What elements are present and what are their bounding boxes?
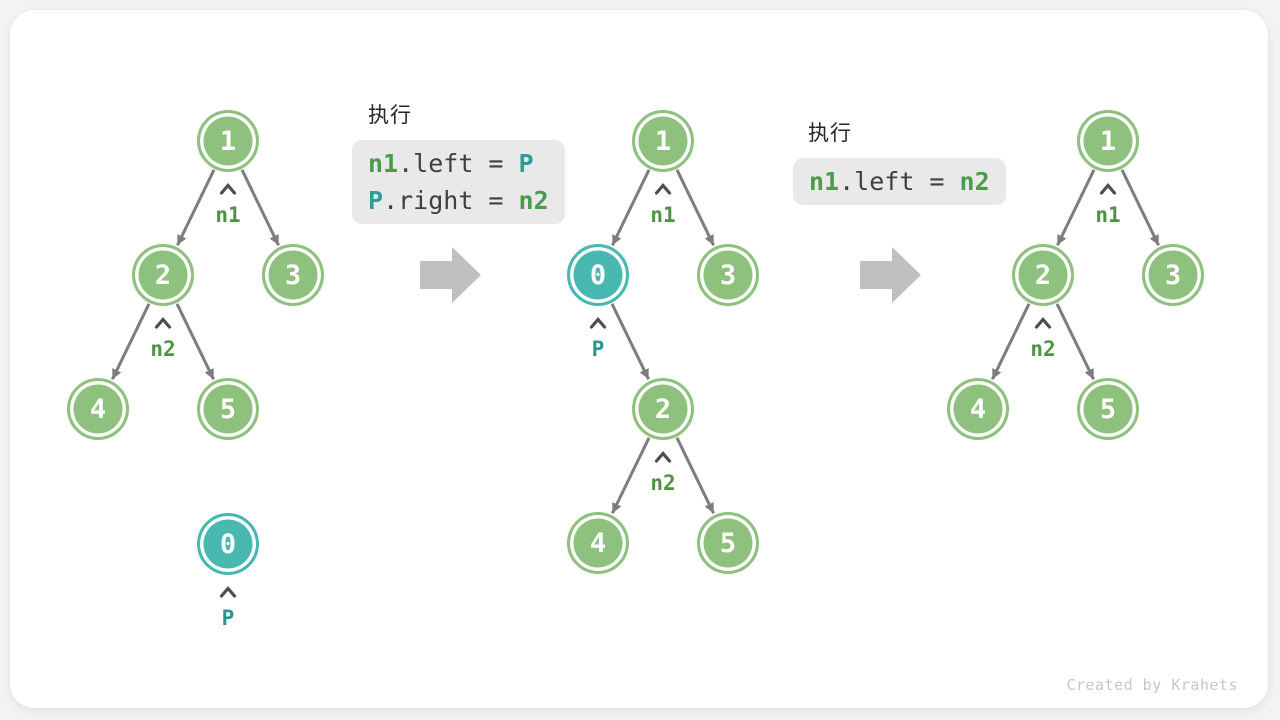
tree-edge xyxy=(240,169,280,246)
tree-edge xyxy=(675,437,715,514)
exec-label: 执行 xyxy=(368,103,412,127)
code-token: n2 xyxy=(518,186,549,215)
tree-node-0: 0 xyxy=(567,244,629,306)
code-token: n1 xyxy=(368,149,399,178)
tree-edge xyxy=(1056,169,1096,246)
code-token: .right xyxy=(383,186,474,215)
pointer-label-n2: n2 xyxy=(650,471,676,495)
tree-node-1: 1 xyxy=(197,110,259,172)
tree-edge xyxy=(610,303,650,380)
pointer-label-n1: n1 xyxy=(1095,203,1121,227)
tree-edge xyxy=(175,303,215,380)
tree-edge xyxy=(1055,303,1095,380)
footer-credit: Created by Krahets xyxy=(1066,676,1238,694)
pointer-label-n2: n2 xyxy=(150,337,176,361)
tree-edge xyxy=(675,169,715,246)
tree-node-5: 5 xyxy=(1077,378,1139,440)
pointer-label-P: P xyxy=(591,337,605,361)
tree-node-2: 2 xyxy=(132,244,194,306)
tree-node-1: 1 xyxy=(632,110,694,172)
tree-edge xyxy=(611,169,651,246)
code-line: n1.left = P xyxy=(368,145,549,182)
tree-node-4: 4 xyxy=(67,378,129,440)
pointer-label-n2: n2 xyxy=(1030,337,1056,361)
code-token: = xyxy=(473,149,519,178)
tree-edge xyxy=(611,437,651,514)
tree-node-4: 4 xyxy=(947,378,1009,440)
pointer-label-P: P xyxy=(221,606,235,630)
pointer-caret-icon xyxy=(589,317,607,329)
pointer-caret-icon xyxy=(1034,317,1052,329)
pointer-caret-icon xyxy=(154,317,172,329)
step-arrow-icon xyxy=(420,247,481,303)
tree-node-0: 0 xyxy=(197,513,259,575)
code-line: P.right = n2 xyxy=(368,182,549,219)
code-token: P xyxy=(368,186,384,215)
code-line: n1.left = n2 xyxy=(809,163,990,200)
tree-edge xyxy=(176,169,216,246)
step-arrow-icon xyxy=(860,247,921,303)
pointer-label-n1: n1 xyxy=(650,203,676,227)
tree-node-3: 3 xyxy=(1142,244,1204,306)
tree-node-5: 5 xyxy=(697,512,759,574)
code-token: = xyxy=(473,186,519,215)
pointer-caret-icon xyxy=(654,451,672,463)
tree-node-4: 4 xyxy=(567,512,629,574)
tree-edge xyxy=(991,303,1031,380)
code-token: n1 xyxy=(809,167,840,196)
tree-node-5: 5 xyxy=(197,378,259,440)
code-token: .left xyxy=(839,167,915,196)
tree-node-3: 3 xyxy=(262,244,324,306)
tree-node-3: 3 xyxy=(697,244,759,306)
code-token: = xyxy=(914,167,960,196)
tree-edge xyxy=(1120,169,1160,246)
pointer-label-n1: n1 xyxy=(215,203,241,227)
exec-label: 执行 xyxy=(808,121,852,145)
pointer-caret-icon xyxy=(1099,183,1117,195)
code-token: n2 xyxy=(959,167,990,196)
pointer-caret-icon xyxy=(219,586,237,598)
tree-edge xyxy=(111,303,151,380)
code-block: n1.left = n2 xyxy=(793,158,1006,205)
pointer-caret-icon xyxy=(219,183,237,195)
code-token: P xyxy=(518,149,534,178)
tree-node-2: 2 xyxy=(632,378,694,440)
pointer-caret-icon xyxy=(654,183,672,195)
tree-node-2: 2 xyxy=(1012,244,1074,306)
code-token: .left xyxy=(398,149,474,178)
tree-node-1: 1 xyxy=(1077,110,1139,172)
